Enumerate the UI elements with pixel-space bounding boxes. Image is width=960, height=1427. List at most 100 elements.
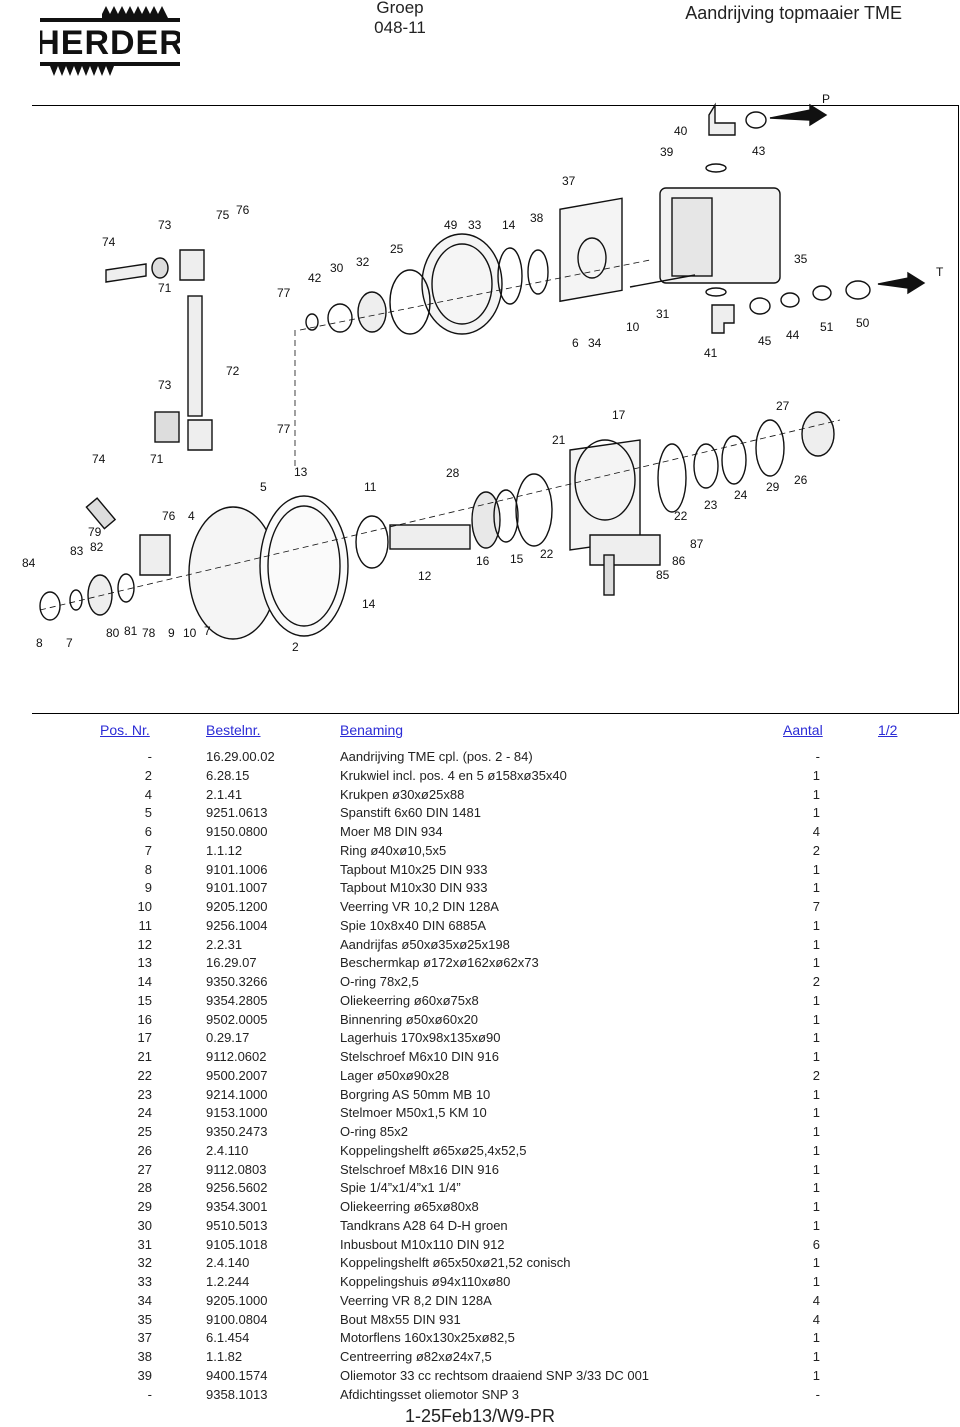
callout-label: 7	[204, 624, 211, 638]
callout-label: 10	[183, 626, 197, 640]
page-indicator: 1/2	[878, 722, 898, 738]
cell-description: Krukpen ø30xø25x88	[340, 786, 465, 802]
callout-label: 22	[540, 547, 554, 561]
cell-quantity: 2	[812, 842, 820, 858]
callout-label: 17	[612, 408, 626, 422]
cell-pos: 35	[137, 1311, 152, 1327]
cell-order-number: 6.1.454	[206, 1330, 250, 1346]
callout-label: 32	[356, 255, 370, 269]
cell-description: Veerring VR 8,2 DIN 128A	[340, 1292, 492, 1308]
callout-label: 40	[674, 124, 688, 138]
callout-label: 26	[794, 473, 808, 487]
cell-quantity: 1	[812, 1049, 820, 1064]
cell-description: Koppelingshelft ø65xø25,4x52,5	[340, 1142, 527, 1158]
cell-pos: 26	[137, 1142, 152, 1158]
cell-order-number: 9354.3001	[206, 1199, 268, 1214]
callout-label: 71	[158, 281, 172, 295]
callout-label: 74	[102, 235, 116, 249]
cell-quantity: 1	[812, 1161, 820, 1177]
cell-quantity: 1	[812, 1030, 820, 1046]
cell-pos: 9	[144, 880, 152, 896]
callout-label: 73	[158, 218, 172, 232]
callout-label: 82	[90, 540, 104, 554]
callout-label: 77	[277, 286, 291, 300]
cell-order-number: 2.1.41	[206, 786, 243, 802]
cell-description: Spanstift 6x60 DIN 1481	[340, 805, 481, 821]
footer-code: 1-25Feb13/W9-PR	[404, 1406, 556, 1426]
callout-label: 42	[308, 271, 322, 285]
callout-label: 27	[776, 399, 790, 413]
callout-label: 74	[92, 452, 106, 466]
cell-order-number: 9153.1000	[206, 1105, 268, 1121]
cell-pos: 24	[137, 1105, 152, 1121]
cell-pos: 7	[144, 842, 152, 858]
callout-label: 86	[672, 554, 686, 568]
callout-label: 13	[294, 465, 308, 479]
cell-description: Ring ø40xø10,5x5	[340, 842, 447, 858]
cell-quantity: 1	[812, 1105, 820, 1121]
callout-label: 21	[552, 433, 566, 447]
cell-pos: 31	[137, 1236, 152, 1252]
exploded-view-frame	[32, 105, 959, 714]
cell-pos: 34	[137, 1292, 152, 1308]
cell-pos: 12	[137, 936, 152, 952]
cell-description: Aandrijving TME cpl. (pos. 2 - 84)	[340, 749, 533, 764]
column-header-qty: Aantal	[783, 722, 823, 738]
callout-label: 34	[588, 336, 602, 350]
cell-pos: 23	[137, 1086, 152, 1102]
cell-order-number: 9150.0800	[206, 824, 268, 839]
cell-description: Motorflens 160x130x25xø82,5	[340, 1330, 515, 1346]
herder-logo: HERDER	[40, 6, 180, 76]
callout-label: 16	[476, 554, 490, 568]
page-header: HERDER Groep 048-11 Aandrijving topmaaie…	[0, 0, 960, 76]
cell-order-number: 9256.5602	[206, 1180, 268, 1196]
callout-label: 14	[362, 597, 376, 611]
cell-order-number: 9101.1006	[206, 861, 268, 877]
cell-description: Moer M8 DIN 934	[340, 824, 443, 839]
cell-pos: -	[147, 1386, 152, 1402]
callout-label: 43	[752, 144, 766, 158]
callout-label: 22	[674, 509, 688, 523]
callout-label: 85	[656, 568, 670, 582]
cell-quantity: 1	[812, 936, 820, 952]
cell-order-number: 2.4.140	[206, 1255, 250, 1271]
cell-pos: 25	[137, 1124, 152, 1139]
cell-description: Afdichtingsset oliemotor SNP 3	[340, 1386, 519, 1402]
cell-description: Inbusbout M10x110 DIN 912	[340, 1236, 505, 1252]
callout-label: 87	[690, 537, 704, 551]
svg-text:HERDER: HERDER	[40, 24, 180, 62]
callout-label: 44	[786, 328, 800, 342]
callout-label: 45	[758, 334, 772, 348]
cell-quantity: 6	[812, 1236, 820, 1252]
cell-quantity: 1	[812, 1217, 820, 1233]
part-drawings	[39, 102, 926, 640]
cell-quantity: 1	[812, 955, 820, 971]
cell-quantity: 1	[812, 1349, 820, 1364]
cell-description: Stelschroef M8x16 DIN 916	[340, 1161, 499, 1177]
cell-order-number: 9101.1007	[206, 880, 268, 896]
callout-label: 4	[188, 509, 195, 523]
cell-description: Oliekeerring ø65xø80x8	[340, 1199, 479, 1214]
cell-pos: 8	[144, 861, 152, 877]
callout-label: 73	[158, 378, 172, 392]
callout-label: 49	[444, 218, 458, 232]
cell-description: Aandrijfas ø50xø35xø25x198	[340, 936, 510, 952]
group-label: Groep	[376, 0, 424, 17]
callout-label: 80	[106, 626, 120, 640]
